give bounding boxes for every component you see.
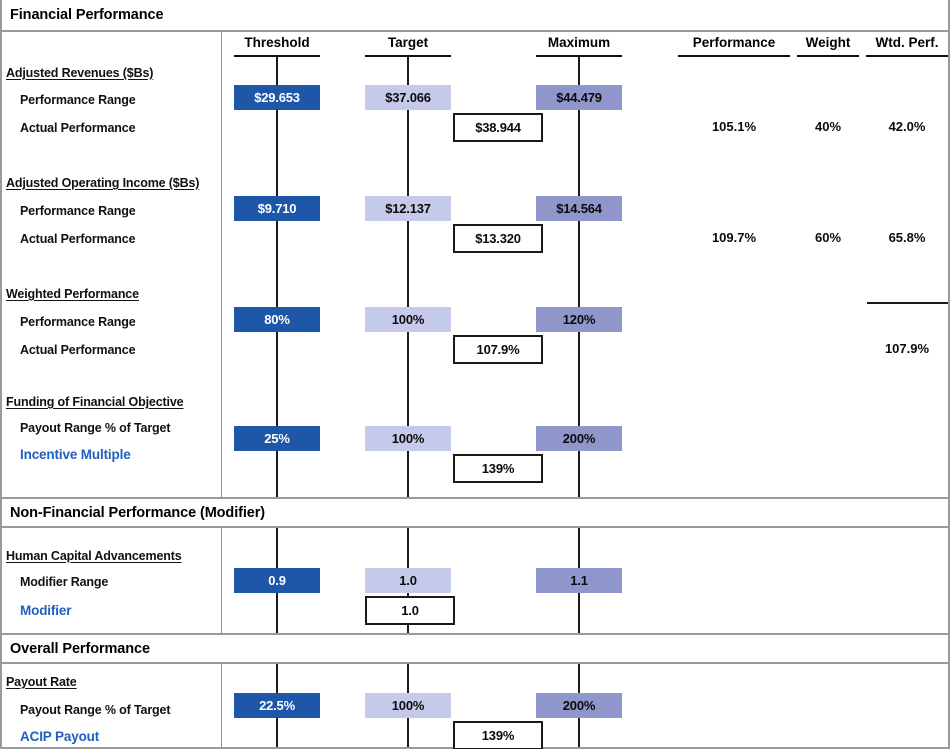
cell-wtd-perf: 65.8% (888, 230, 926, 245)
section-title: Financial Performance (10, 7, 164, 23)
range-bar-target: $37.066 (365, 85, 451, 110)
section-header-financial-performance: Financial Performance (2, 0, 948, 32)
group-title-payout-rate: Payout Rate (6, 675, 77, 689)
range-bar-threshold: $9.710 (234, 196, 320, 221)
column-rule-wtd-perf (866, 55, 948, 57)
range-bar-target: $12.137 (365, 196, 451, 221)
frame-left-border (0, 0, 2, 749)
range-bar-threshold: 22.5% (234, 693, 320, 718)
range-bar-maximum: $44.479 (536, 85, 622, 110)
row-label-actual-performance: Actual Performance (20, 121, 136, 135)
column-header-wtd-perf: Wtd. Perf. (875, 35, 939, 50)
scale-tick-target (407, 57, 409, 497)
row-label-payout-range: Payout Range % of Target (20, 421, 171, 435)
row-label-modifier: Modifier (20, 603, 72, 618)
range-bar-threshold: 0.9 (234, 568, 320, 593)
actual-value-callout: $38.944 (453, 113, 543, 142)
range-bar-maximum: 1.1 (536, 568, 622, 593)
row-label-incentive-multiple: Incentive Multiple (20, 447, 131, 462)
section-title: Non-Financial Performance (Modifier) (10, 504, 266, 521)
range-bar-maximum: $14.564 (536, 196, 622, 221)
column-header-threshold: Threshold (244, 35, 310, 50)
section-header-non-financial-performance: Non-Financial Performance (Modifier) (2, 497, 948, 528)
range-bar-maximum: 200% (536, 426, 622, 451)
row-label-performance-range: Performance Range (20, 93, 136, 107)
column-rule-maximum (536, 55, 622, 57)
group-title-weighted-performance: Weighted Performance (6, 287, 139, 301)
column-header-performance: Performance (692, 35, 776, 50)
column-header-maximum: Maximum (547, 35, 611, 50)
actual-value-callout: 139% (453, 454, 543, 483)
group-title-adjusted-revenues: Adjusted Revenues ($Bs) (6, 66, 154, 80)
actual-value-callout: 1.0 (365, 596, 455, 625)
group-title-human-capital-advancements: Human Capital Advancements (6, 549, 182, 563)
column-rule-performance (678, 55, 790, 57)
actual-value-callout: 107.9% (453, 335, 543, 364)
row-label-actual-performance: Actual Performance (20, 343, 136, 357)
column-rule-threshold (234, 55, 320, 57)
actual-value-callout: 139% (453, 721, 543, 749)
cell-wtd-perf: 42.0% (888, 119, 926, 134)
cell-wtd-perf-total: 107.9% (884, 341, 930, 356)
range-bar-threshold: $29.653 (234, 85, 320, 110)
column-rule-target (365, 55, 451, 57)
row-label-payout-range: Payout Range % of Target (20, 703, 171, 717)
frame-right-border (948, 0, 950, 749)
range-bar-target: 100% (365, 307, 451, 332)
range-bar-maximum: 200% (536, 693, 622, 718)
range-bar-target: 1.0 (365, 568, 451, 593)
cell-performance: 105.1% (711, 119, 757, 134)
row-label-actual-performance: Actual Performance (20, 232, 136, 246)
section-header-overall-performance: Overall Performance (2, 633, 948, 664)
row-label-performance-range: Performance Range (20, 204, 136, 218)
label-column-divider (221, 32, 222, 497)
cell-weight: 60% (814, 230, 842, 245)
column-header-weight: Weight (805, 35, 851, 50)
actual-value-callout: $13.320 (453, 224, 543, 253)
column-header-target: Target (387, 35, 429, 50)
scale-tick-threshold (276, 57, 278, 497)
label-column-divider (221, 664, 222, 747)
cell-weight: 40% (814, 119, 842, 134)
group-title-funding-of-financial-objective: Funding of Financial Objective (6, 395, 184, 409)
range-bar-maximum: 120% (536, 307, 622, 332)
range-bar-threshold: 25% (234, 426, 320, 451)
row-label-acip-payout: ACIP Payout (20, 729, 100, 744)
scale-tick-maximum (578, 57, 580, 497)
row-label-modifier-range: Modifier Range (20, 575, 109, 589)
range-bar-target: 100% (365, 426, 451, 451)
wtd-perf-total-rule (867, 302, 948, 304)
section-title: Overall Performance (10, 640, 150, 657)
range-bar-threshold: 80% (234, 307, 320, 332)
row-label-performance-range: Performance Range (20, 315, 136, 329)
cell-performance: 109.7% (711, 230, 757, 245)
range-bar-target: 100% (365, 693, 451, 718)
group-title-adjusted-operating-income: Adjusted Operating Income ($Bs) (6, 176, 200, 190)
column-rule-weight (797, 55, 859, 57)
label-column-divider (221, 528, 222, 633)
